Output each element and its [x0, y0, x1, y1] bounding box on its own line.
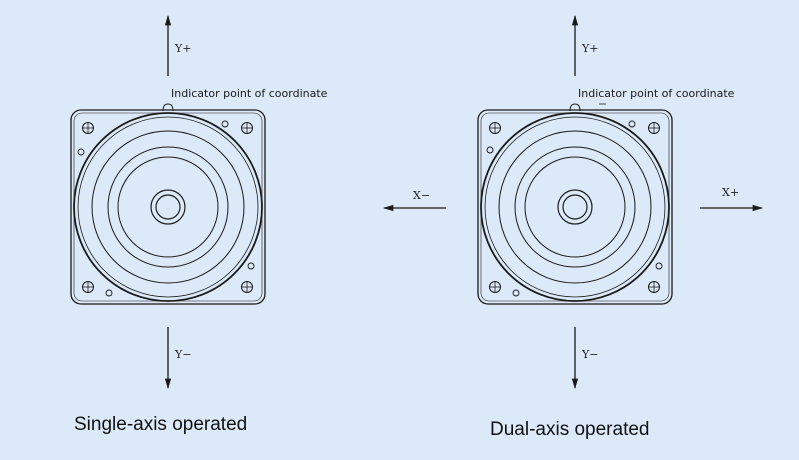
- stick-base: [150, 189, 186, 225]
- indicator-point: [162, 103, 174, 112]
- single-axis-diagram: Y+ Y− Indicator point of coordinate: [70, 14, 328, 390]
- y-plus-label: Y+: [174, 42, 191, 55]
- inner-ring-2: [117, 156, 219, 258]
- stick-center: [562, 194, 588, 220]
- outer-ring: [73, 112, 263, 302]
- corner-hole-top-right: [648, 122, 660, 134]
- x-minus-label: X−: [413, 189, 430, 202]
- indicator-note: Indicator point of coordinate: [578, 87, 735, 100]
- indicator-note: Indicator point of coordinate: [171, 87, 328, 100]
- stick-center: [155, 194, 181, 220]
- corner-hole-bottom-left: [82, 281, 94, 293]
- outer-ring-inner: [484, 116, 666, 298]
- small-hole: [655, 262, 663, 270]
- small-hole: [512, 289, 520, 297]
- outer-ring-inner: [77, 116, 259, 298]
- dual-axis-diagram: Y+ Y− X− X+ Indicator point of coordinat…: [382, 14, 764, 390]
- small-hole: [628, 120, 636, 128]
- corner-hole-bottom-left: [489, 281, 501, 293]
- mounting-plate-inner-edge: [480, 112, 670, 302]
- corner-hole-bottom-right: [241, 281, 253, 293]
- small-hole: [247, 262, 255, 270]
- small-hole: [77, 148, 85, 156]
- stick-base: [557, 189, 593, 225]
- single-axis-caption: Single-axis operated: [74, 414, 248, 435]
- indicator-point: [569, 103, 581, 112]
- y-minus-label: Y−: [174, 348, 191, 361]
- middle-ring: [498, 130, 652, 284]
- dual-axis-caption: Dual-axis operated: [490, 419, 650, 440]
- small-hole: [221, 120, 229, 128]
- small-hole: [486, 146, 494, 154]
- corner-hole-top-left: [82, 122, 94, 134]
- middle-ring: [91, 130, 245, 284]
- mounting-plate-inner-edge: [73, 112, 263, 302]
- x-plus-label: X+: [722, 186, 739, 199]
- small-hole: [105, 289, 113, 297]
- outer-ring: [480, 112, 670, 302]
- corner-hole-bottom-right: [648, 281, 660, 293]
- inner-ring-2: [524, 156, 626, 258]
- mounting-plate: [70, 109, 266, 305]
- mounting-plate: [477, 109, 673, 305]
- inner-ring: [107, 146, 229, 268]
- y-plus-label: Y+: [581, 42, 598, 55]
- inner-ring: [514, 146, 636, 268]
- corner-hole-top-left: [489, 122, 501, 134]
- corner-hole-top-right: [241, 122, 253, 134]
- y-minus-label: Y−: [581, 348, 598, 361]
